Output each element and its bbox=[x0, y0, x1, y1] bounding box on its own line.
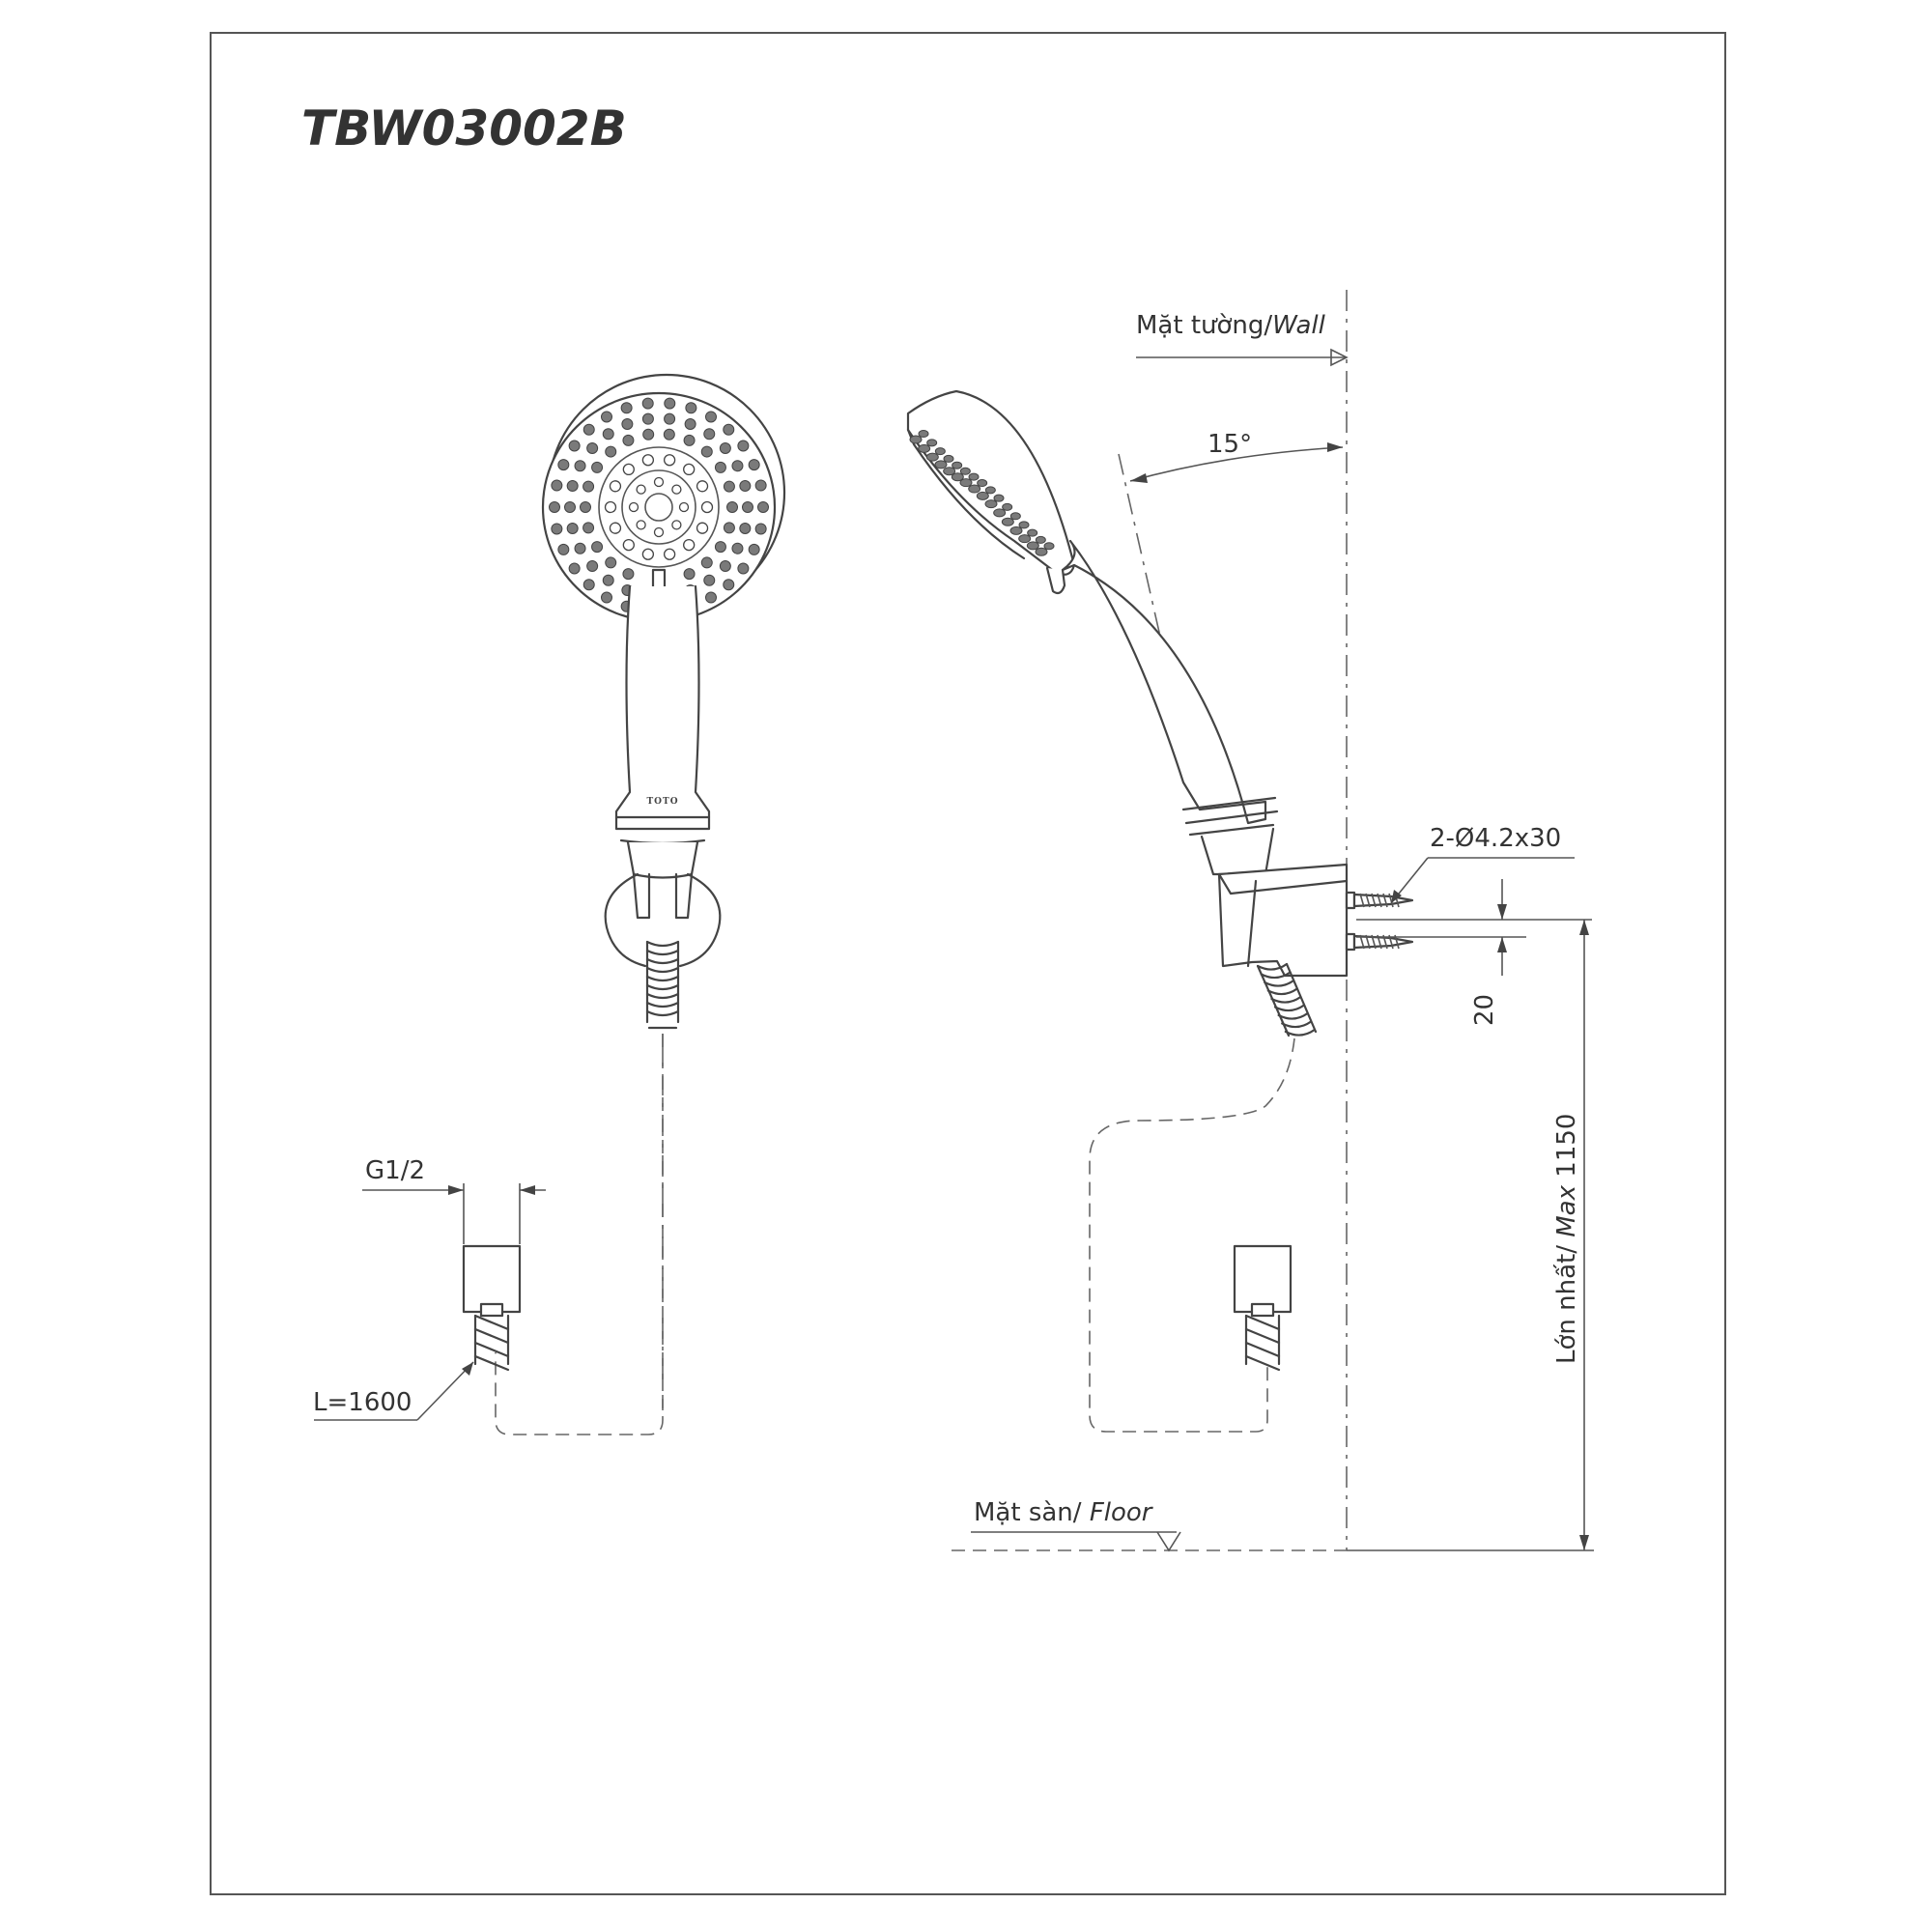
floor-label: Mặt sàn/ Floor bbox=[974, 1498, 1154, 1527]
hose-connector-icon bbox=[462, 1244, 522, 1372]
hose-connector-side-icon bbox=[1233, 1244, 1293, 1372]
shower-head-side-icon bbox=[906, 389, 1279, 876]
dim-20-label: 20 bbox=[1470, 994, 1499, 1026]
max-height-label: Lớn nhất/ Max 1150 bbox=[1552, 1114, 1581, 1364]
drawing-frame bbox=[210, 32, 1726, 1895]
shower-head-front-icon: TOTO bbox=[541, 373, 786, 1030]
thread-label: G1/2 bbox=[365, 1156, 425, 1185]
hose-length-label: L=1600 bbox=[313, 1388, 412, 1417]
screw-anchor-icon bbox=[1345, 891, 1414, 952]
wall-label: Mặt tường/Wall bbox=[1136, 311, 1326, 340]
brand-logo: TOTO bbox=[646, 797, 678, 807]
model-title: TBW03002B bbox=[301, 100, 627, 156]
wall-bracket-icon bbox=[1217, 863, 1349, 978]
screw-spec-label: 2-Ø4.2x30 bbox=[1430, 824, 1561, 853]
angle-label: 15° bbox=[1208, 430, 1252, 459]
